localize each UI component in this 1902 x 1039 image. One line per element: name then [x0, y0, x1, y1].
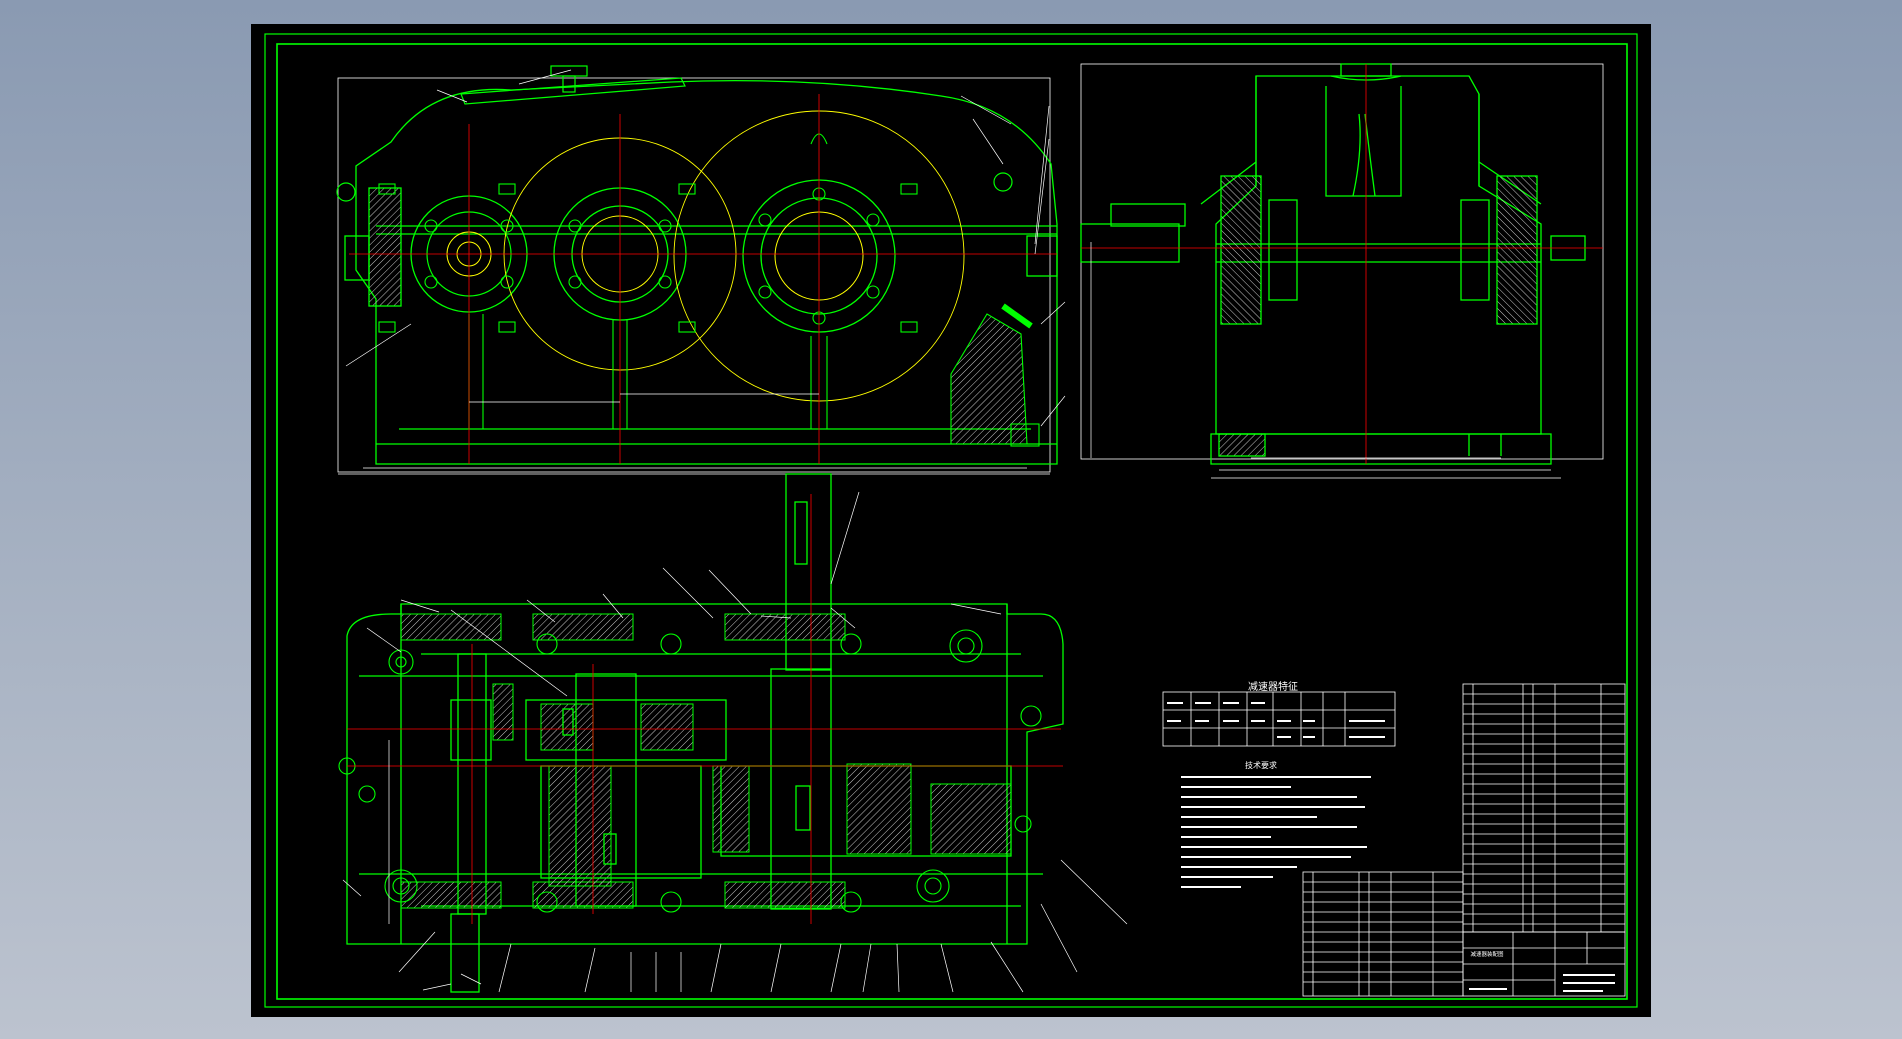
- front-dimensions: [338, 393, 1050, 475]
- title-block: 减速器装配图: [1462, 931, 1626, 997]
- technical-requirements-title: 技术要求: [1245, 760, 1277, 770]
- inspection-cover: [460, 65, 686, 105]
- drawing-sheet: 减速器特征 技术要求: [251, 24, 1651, 1017]
- parts-list-left: [1302, 871, 1464, 997]
- front-bolts: [378, 183, 918, 333]
- plan-hatch: [400, 613, 1012, 909]
- front-view: [337, 77, 1058, 473]
- plan-shafts: [450, 473, 1012, 993]
- side-dimensions: [1090, 242, 1561, 479]
- assembly-drawing: 减速器特征 技术要求: [264, 33, 1638, 1008]
- plan-centerlines: [347, 494, 1063, 924]
- side-view: [1080, 63, 1604, 465]
- plan-leaders: [342, 491, 1128, 993]
- front-gears: [336, 110, 1013, 402]
- characteristics-table: 减速器特征: [1162, 681, 1396, 747]
- front-cutaway: [950, 303, 1040, 447]
- side-centerlines: [1081, 64, 1603, 464]
- drawing-name: 减速器装配图: [1470, 950, 1504, 958]
- plan-view: [346, 603, 1064, 945]
- sheet-border: [264, 33, 1638, 1008]
- parts-list-right: [1462, 683, 1626, 933]
- front-leaders: [345, 69, 1066, 427]
- technical-requirements: 技术要求: [1181, 760, 1371, 888]
- front-ribs: [468, 133, 828, 429]
- front-centerlines: [349, 94, 1057, 464]
- plan-bolts: [338, 629, 1042, 913]
- characteristics-table-title: 减速器特征: [1248, 681, 1298, 693]
